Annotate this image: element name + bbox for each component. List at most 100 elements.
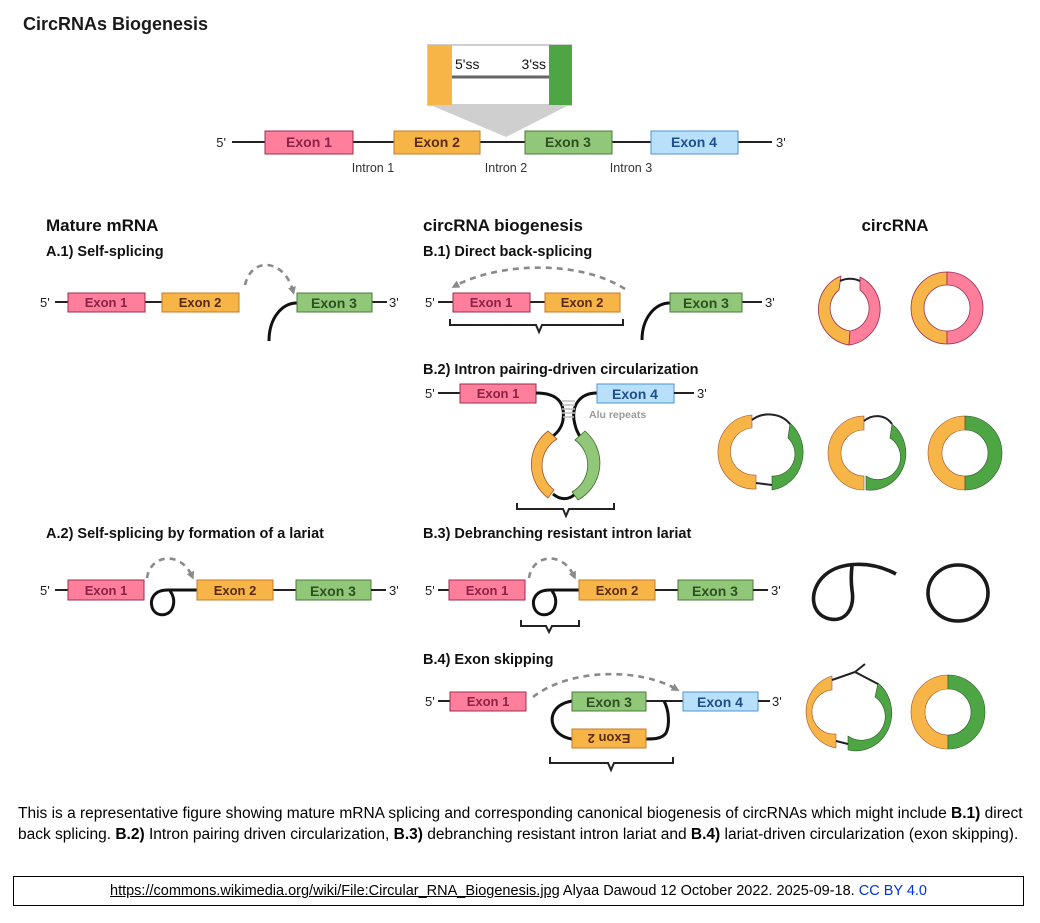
caption-b2-text: Intron pairing driven circularization, <box>144 826 394 843</box>
b1-exon-2 <box>544 292 621 313</box>
b4-five-prime: 5' <box>425 694 435 709</box>
panel-b3-label: B.3) Debranching resistant intron lariat <box>423 526 691 542</box>
b1-five-prime: 5' <box>425 295 435 310</box>
a1-five-prime: 5' <box>40 295 50 310</box>
panel-b1: B.1) Direct back-splicing 5' Exon 1 Exon… <box>423 244 775 341</box>
panel-a1-label: A.1) Self-splicing <box>46 244 164 260</box>
gene-three-prime: 3' <box>776 135 786 150</box>
b1-exon-1-label: Exon 1 <box>470 295 513 310</box>
intron-1-label: Intron 1 <box>352 161 394 175</box>
b1-circ-closed <box>910 271 984 345</box>
inset-exon2-block <box>428 45 452 105</box>
five-ss-label: 5'ss <box>455 56 479 72</box>
caption-b4-tag: B.4) <box>690 826 721 843</box>
panel-b4: B.4) Exon skipping 5' Exon 1 Exon 3 Exon… <box>423 652 782 773</box>
a2-exon-3-label: Exon 3 <box>310 583 356 599</box>
gene-exon-1 <box>264 130 354 155</box>
b3-five-prime: 5' <box>425 583 435 598</box>
column-header-circrna-biogenesis: circRNA biogenesis <box>423 216 583 235</box>
gene-structure: 5'ss 3'ss 5' 3' Exon 1 Exon 2 Exon 3 Exo… <box>216 44 786 175</box>
gene-exon-3-label: Exon 3 <box>545 134 591 150</box>
caption-b1-text: direct back splicing. <box>18 805 1023 843</box>
gene-five-prime: 5' <box>216 135 226 150</box>
b1-exon-1 <box>452 292 531 313</box>
b3-exon-3-label: Exon 3 <box>692 583 738 599</box>
caption-intro: This is a representative figure showing … <box>18 805 952 822</box>
b2-circ-partial <box>827 415 907 491</box>
panel-a2-label: A.2) Self-splicing by formation of a lar… <box>46 526 324 542</box>
inset-exon3-block <box>549 45 572 105</box>
b3-lariat-product <box>811 562 897 622</box>
license-link[interactable]: CC BY 4.0 <box>858 883 927 899</box>
intron-3-label: Intron 3 <box>610 161 652 175</box>
b4-exon-3-label: Exon 3 <box>586 694 632 710</box>
b3-exon-1-label: Exon 1 <box>466 583 509 598</box>
b4-exon-4-label: Exon 4 <box>697 694 743 710</box>
figure-caption: This is a representative figure showing … <box>18 803 1028 845</box>
b4-exon-2-inverted-label: Exon 2 <box>588 731 631 746</box>
b1-backsplice-arrow <box>451 266 626 291</box>
a2-exon-2-label: Exon 2 <box>214 583 257 598</box>
panel-b2-label: B.2) Intron pairing-driven circularizati… <box>423 362 699 378</box>
b3-lariat <box>531 588 579 617</box>
source-link[interactable]: https://commons.wikimedia.org/wiki/File:… <box>110 883 560 899</box>
a1-exon-3 <box>296 292 373 313</box>
a2-exon-1 <box>67 579 145 601</box>
panel-a2: A.2) Self-splicing by formation of a lar… <box>40 526 399 617</box>
gene-exon-4 <box>650 130 739 155</box>
b4-right-loop <box>645 700 670 741</box>
a2-three-prime: 3' <box>389 583 399 598</box>
panel-a1: A.1) Self-splicing 5' Exon 1 Exon 2 Exon… <box>40 244 399 342</box>
b1-intron-tail <box>640 301 671 341</box>
a2-lariat <box>149 588 197 617</box>
b4-exon-1-label: Exon 1 <box>467 694 510 709</box>
b1-exon-3-label: Exon 3 <box>683 295 729 311</box>
a2-splice-arrow <box>145 557 194 580</box>
a1-three-prime: 3' <box>389 295 399 310</box>
b1-bracket <box>449 319 624 335</box>
source-attribution: https://commons.wikimedia.org/wiki/File:… <box>13 876 1024 906</box>
source-attribution-text: Alyaa Dawoud 12 October 2022. 2025-09-18… <box>559 883 859 899</box>
b2-three-prime: 3' <box>697 386 707 401</box>
gene-exon-4-label: Exon 4 <box>671 134 717 150</box>
b3-three-prime: 3' <box>771 583 781 598</box>
a2-five-prime: 5' <box>40 583 50 598</box>
circrna-products <box>717 271 1003 752</box>
gene-exon-3 <box>524 130 613 155</box>
caption-b4-text: lariat-driven circularization (exon skip… <box>720 826 1019 843</box>
caption-b1-tag: B.1) <box>951 805 981 822</box>
a1-intron-tail <box>267 301 298 342</box>
b1-three-prime: 3' <box>765 295 775 310</box>
biogenesis-diagram: 5'ss 3'ss 5' 3' Exon 1 Exon 2 Exon 3 Exo… <box>40 44 1003 773</box>
b3-exon-2-label: Exon 2 <box>596 583 639 598</box>
caption-b3-text: debranching resistant intron lariat and <box>422 826 691 843</box>
column-header-mature-mrna: Mature mRNA <box>46 216 158 235</box>
a1-exon-3-label: Exon 3 <box>311 295 357 311</box>
gene-exon-2 <box>393 130 481 155</box>
b1-exon-3 <box>669 292 743 313</box>
b2-exon-3-arc <box>571 430 601 501</box>
panel-b1-label: B.1) Direct back-splicing <box>423 244 592 260</box>
b4-left-loop <box>550 699 573 741</box>
b4-three-prime: 3' <box>772 694 782 709</box>
a2-exon-1-label: Exon 1 <box>85 583 128 598</box>
a1-exon-1 <box>67 292 146 313</box>
panel-b4-label: B.4) Exon skipping <box>423 652 554 668</box>
gene-exon-2-label: Exon 2 <box>414 134 460 150</box>
b2-five-prime: 5' <box>425 386 435 401</box>
b2-circ-closed <box>927 415 1003 491</box>
panel-b2: B.2) Intron pairing-driven circularizati… <box>423 362 707 519</box>
intron-2-label: Intron 2 <box>485 161 527 175</box>
alu-repeats-label: Alu repeats <box>589 409 646 421</box>
gene-exon-1-label: Exon 1 <box>286 134 332 150</box>
b4-exon-3 <box>571 691 647 712</box>
a1-exon-1-label: Exon 1 <box>85 295 128 310</box>
caption-b3-tag: B.3) <box>393 826 423 843</box>
alu-pairing-lines <box>562 400 575 418</box>
a2-exon-2 <box>196 579 274 601</box>
inset-zoom-wedge <box>428 104 571 137</box>
figure-title: CircRNAs Biogenesis <box>23 14 209 34</box>
caption-b2-tag: B.2) <box>115 826 145 843</box>
a1-exon-2-label: Exon 2 <box>179 295 222 310</box>
b2-circ-open <box>717 413 804 491</box>
